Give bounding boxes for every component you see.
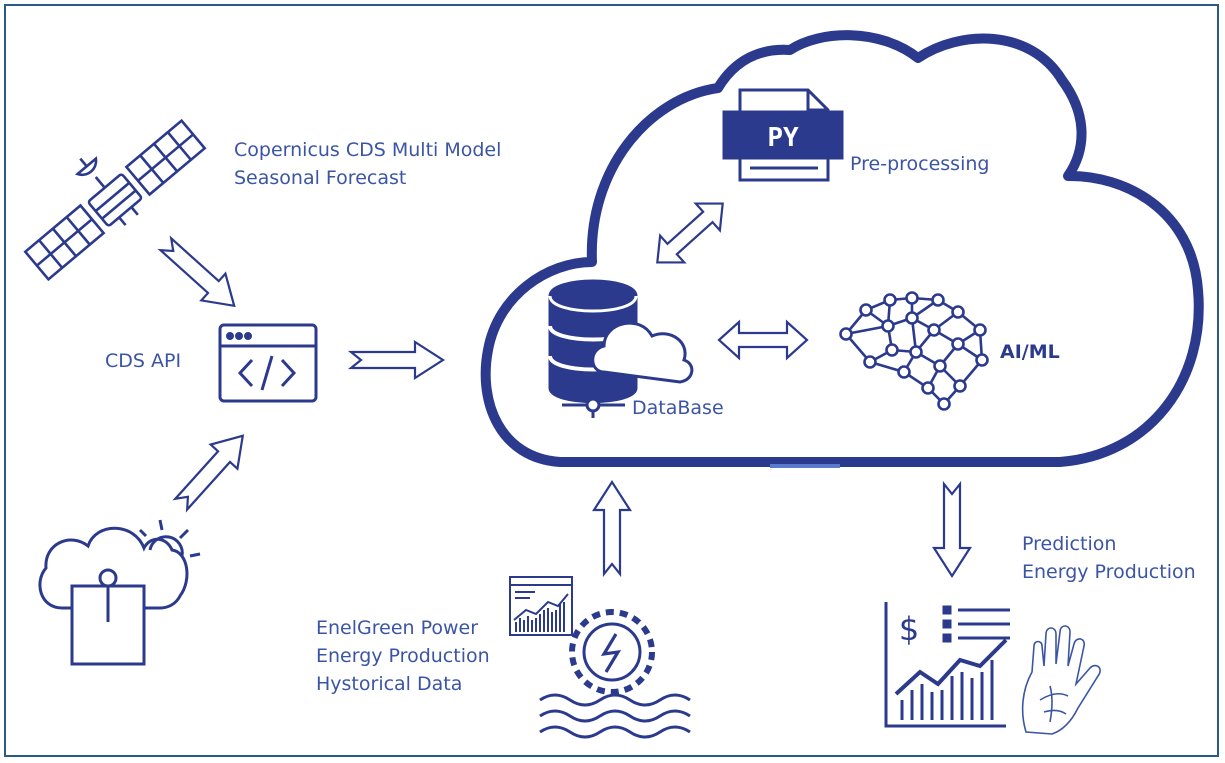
arrow-db-ai-icon [717, 320, 809, 360]
enel-label: EnelGreen Power Energy Production Hystor… [316, 614, 490, 698]
copernicus-line-2: Seasonal Forecast [234, 167, 407, 189]
prediction-label: Prediction Energy Production [1022, 530, 1196, 586]
arrow-weather-to-api-icon [166, 422, 258, 518]
py-badge-text: PY [767, 123, 799, 153]
cloud-outline [480, 30, 1204, 467]
preprocessing-label: Pre-processing [850, 153, 990, 175]
database-cloud-icon [548, 279, 694, 418]
satellite-icon [23, 118, 207, 282]
enel-line-1: EnelGreen Power [316, 617, 479, 639]
code-window-icon [218, 323, 318, 403]
enel-line-2: Energy Production [316, 645, 490, 667]
hydro-turbine-icon [539, 609, 691, 739]
prediction-line-2: Energy Production [1022, 561, 1196, 583]
financial-chart-icon [884, 602, 1010, 728]
data-chart-icon [509, 576, 573, 636]
prediction-line-1: Prediction [1022, 533, 1117, 555]
arrow-satellite-to-api-icon [152, 229, 248, 321]
aiml-label: AI/ML [1000, 341, 1060, 363]
diagram-frame [4, 4, 1219, 757]
copernicus-line-1: Copernicus CDS Multi Model [234, 139, 502, 161]
cds-api-label: CDS API [105, 350, 182, 372]
weather-station-icon [38, 519, 201, 666]
dollar-sign: $ [899, 610, 919, 648]
database-label: DataBase [632, 397, 724, 419]
python-file-icon [722, 88, 844, 182]
enel-line-3: Hystorical Data [316, 673, 463, 695]
neural-network-brain-icon [839, 291, 989, 411]
copernicus-label: Copernicus CDS Multi Model Seasonal Fore… [234, 136, 501, 192]
arrow-cloud-to-prediction-icon [932, 482, 972, 578]
arrow-api-to-cloud-icon [349, 340, 445, 380]
palm-hand-icon [1021, 625, 1101, 735]
arrow-hydro-to-cloud-icon [592, 480, 632, 576]
arrow-db-preprocessing-icon [644, 189, 736, 277]
